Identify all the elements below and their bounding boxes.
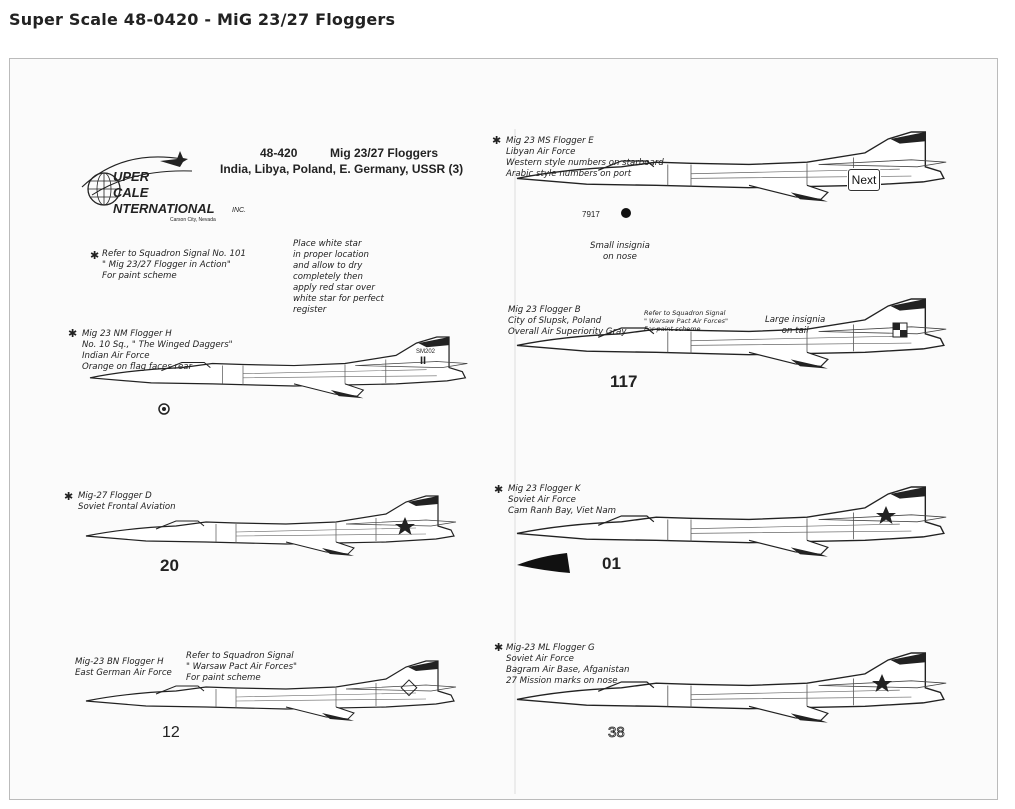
page-title: Super Scale 48-0420 - MiG 23/27 Floggers [9,10,396,29]
note-refer-warsaw: Refer to Squadron Signal " Warsaw Pact A… [186,651,297,683]
caption-flogger-k: Mig 23 Flogger K Soviet Air Force Cam Ra… [508,484,616,516]
note-white-star: Place white star in proper location and … [293,239,384,315]
sheet-countries: India, Libya, Poland, E. Germany, USSR (… [220,162,464,176]
sheet-name: Mig 23/27 Floggers [330,146,439,160]
sheet-code: 48-420 [260,146,298,160]
svg-text:12: 12 [162,724,180,741]
caption-flogger-h-east-german: Mig-23 BN Flogger H East German Air Forc… [75,657,172,678]
note-large-insignia: Large insignia on tail [765,315,826,336]
note-small-insignia: Small insignia on nose [590,241,650,262]
logo-line2: CALE [113,185,149,200]
caption-flogger-b: Mig 23 Flogger B City of Slupsk, Poland … [508,305,627,337]
note-refer-warsaw-small: Refer to Squadron Signal " Warsaw Pact A… [644,309,728,333]
svg-text:20: 20 [160,556,179,575]
logo-line3: NTERNATIONAL [113,201,215,216]
image-viewer[interactable]: 20 12 117 01 38 7917 II SM202 48-420 Mig… [9,58,998,800]
caption-flogger-d: Mig-27 Flogger D Soviet Frontal Aviation [78,491,176,512]
logo-line1: UPER [113,169,150,184]
asterisk-icon: ✱ [494,641,504,654]
logo-city: Carson City, Nevada [170,217,216,223]
asterisk-icon: ✱ [90,249,100,262]
svg-text:117: 117 [610,372,637,391]
asterisk-icon: ✱ [492,134,502,147]
caption-flogger-h-india: Mig 23 NM Flogger H No. 10 Sq., " The Wi… [82,329,233,372]
logo-inc: INC. [232,207,246,214]
svg-text:38: 38 [608,724,625,741]
svg-text:II: II [420,355,426,367]
caption-flogger-e: Mig 23 MS Flogger E Libyan Air Force Wes… [506,136,664,179]
svg-text:7917: 7917 [582,210,600,219]
next-button[interactable]: Next [848,169,880,191]
asterisk-icon: ✱ [494,483,504,496]
asterisk-icon: ✱ [64,490,74,503]
svg-text:SM202: SM202 [416,349,436,355]
caption-flogger-g: Mig-23 ML Flogger G Soviet Air Force Bag… [506,643,630,686]
note-refer-101: Refer to Squadron Signal No. 101 " Mig 2… [102,249,246,281]
asterisk-icon: ✱ [68,327,78,340]
decal-sheet-image: 20 12 117 01 38 7917 II SM202 [81,129,947,794]
svg-text:01: 01 [602,554,621,573]
super-scale-logo [81,151,193,206]
